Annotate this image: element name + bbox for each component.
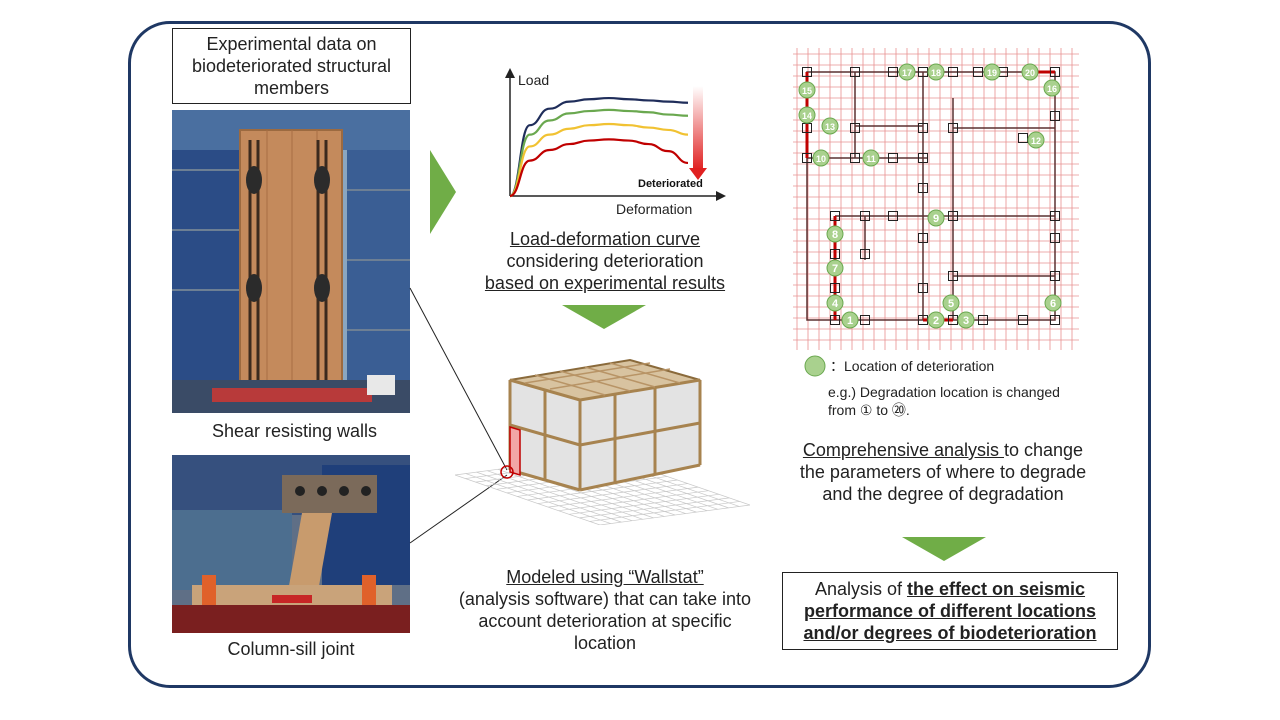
deterioration-marker-11 [862,149,880,167]
green-arrow-down-center [562,305,646,329]
curve-series-2 [509,108,689,198]
deterioration-marker-label-15: 15 [802,86,812,96]
outer-frame [128,21,1151,688]
deterioration-marker-8 [826,225,844,243]
green-arrow-right [430,150,456,234]
load-deformation-chart: Load Deformation Deteriorated [505,68,726,217]
example-text-line2: from ① to ⑳. [828,402,910,418]
deterioration-marker-4 [826,294,844,312]
deterioration-marker-label-7: 7 [832,263,838,275]
deterioration-marker-label-19: 19 [987,68,997,78]
wallstat-model [455,358,750,525]
curve-caption-line2: considering deterioration [506,251,704,271]
deterioration-marker-label-18: 18 [931,68,941,78]
deterioration-marker-17 [898,63,916,81]
deterioration-marker-1 [841,311,859,329]
deterioration-marker-label-17: 17 [902,68,912,78]
curve-caption: Load-deformation curve considering deter… [455,228,755,294]
deterioration-marker-label-4: 4 [832,298,839,310]
legend-marker-icon [804,355,826,377]
comprehensive-analysis-title: Comprehensive analysis [802,440,1004,460]
deterioration-marker-12 [1027,131,1045,149]
comprehensive-analysis-rest: to change the parameters of where to deg… [799,440,1087,504]
deterioration-arrowhead [689,168,707,180]
deterioration-marker-10 [812,149,830,167]
curve-series-1 [509,96,689,198]
deterioration-marker-label-12: 12 [1031,136,1041,146]
deterioration-marker-9 [927,209,945,227]
result-bold: the effect on seismic performance of dif… [803,579,1097,643]
deterioration-marker-label-1: 1 [847,315,853,327]
deterioration-marker-5 [942,294,960,312]
deterioration-marker-label-13: 13 [825,122,835,132]
deterioration-marker-label-8: 8 [832,229,838,241]
deterioration-marker-label-3: 3 [963,315,969,327]
deterioration-marker-label-11: 11 [866,154,876,164]
column-sill-caption: Column-sill joint [227,639,355,659]
column-sill-photo [172,455,410,633]
curve-caption-line3: based on experimental results [484,273,726,293]
deterioration-marker-label-20: 20 [1025,68,1035,78]
deterioration-marker-20 [1021,63,1039,81]
deterioration-arrow-shaft [693,86,703,170]
green-arrow-down-right [902,537,986,561]
deterioration-marker-18 [927,63,945,81]
curve-series-3 [509,122,689,198]
curve-caption-title: Load-deformation curve [509,229,701,249]
model-caption-title: Modeled using “Wallstat” [506,567,704,587]
deterioration-marker-2 [927,311,945,329]
legend-text: ：Location of deterioration [830,358,995,374]
deterioration-marker-13 [821,117,839,135]
deterioration-marker-label-2: 2 [933,315,939,327]
deterioration-marker-16 [1043,79,1061,97]
result-box: Analysis of the effect on seismic perfor… [782,572,1118,650]
deterioration-marker-label-14: 14 [802,111,812,121]
model-caption-rest: (analysis software) that can take into a… [458,589,752,653]
model-caption: Modeled using “Wallstat” (analysis softw… [455,566,755,654]
y-axis-label: Load [518,72,549,88]
comprehensive-analysis-caption: Comprehensive analysis to change the par… [790,439,1096,505]
shear-wall-photo [172,110,410,413]
deteriorated-point [500,465,514,479]
deterioration-marker-15 [798,81,816,99]
x-axis-label: Deformation [616,201,692,217]
experimental-data-box: Experimental data on biodeteriorated str… [172,28,411,104]
experimental-data-text: Experimental data on biodeteriorated str… [191,34,392,98]
example-text-line1: e.g.) Degradation location is changed [828,384,1060,400]
deterioration-marker-14 [798,106,816,124]
result-text: Analysis of the effect on seismic perfor… [793,578,1107,644]
deteriorated-label: Deteriorated [638,178,703,190]
deterioration-marker-label-9: 9 [933,213,939,225]
deterioration-marker-3 [957,311,975,329]
deterioration-marker-label-16: 16 [1047,84,1057,94]
example-text: e.g.) Degradation location is changed fr… [828,383,1088,419]
shear-wall-caption: Shear resisting walls [211,421,378,441]
deterioration-marker-label-6: 6 [1050,298,1056,310]
deterioration-marker-19 [983,63,1001,81]
curves-group [509,96,689,198]
deterioration-marker-label-5: 5 [948,298,954,310]
curve-series-4 [509,138,689,198]
deterioration-marker-label-10: 10 [816,154,826,164]
deterioration-marker-7 [826,259,844,277]
result-prefix: Analysis of [814,579,907,599]
deteriorated-wall [509,425,521,477]
deterioration-marker-6 [1044,294,1062,312]
